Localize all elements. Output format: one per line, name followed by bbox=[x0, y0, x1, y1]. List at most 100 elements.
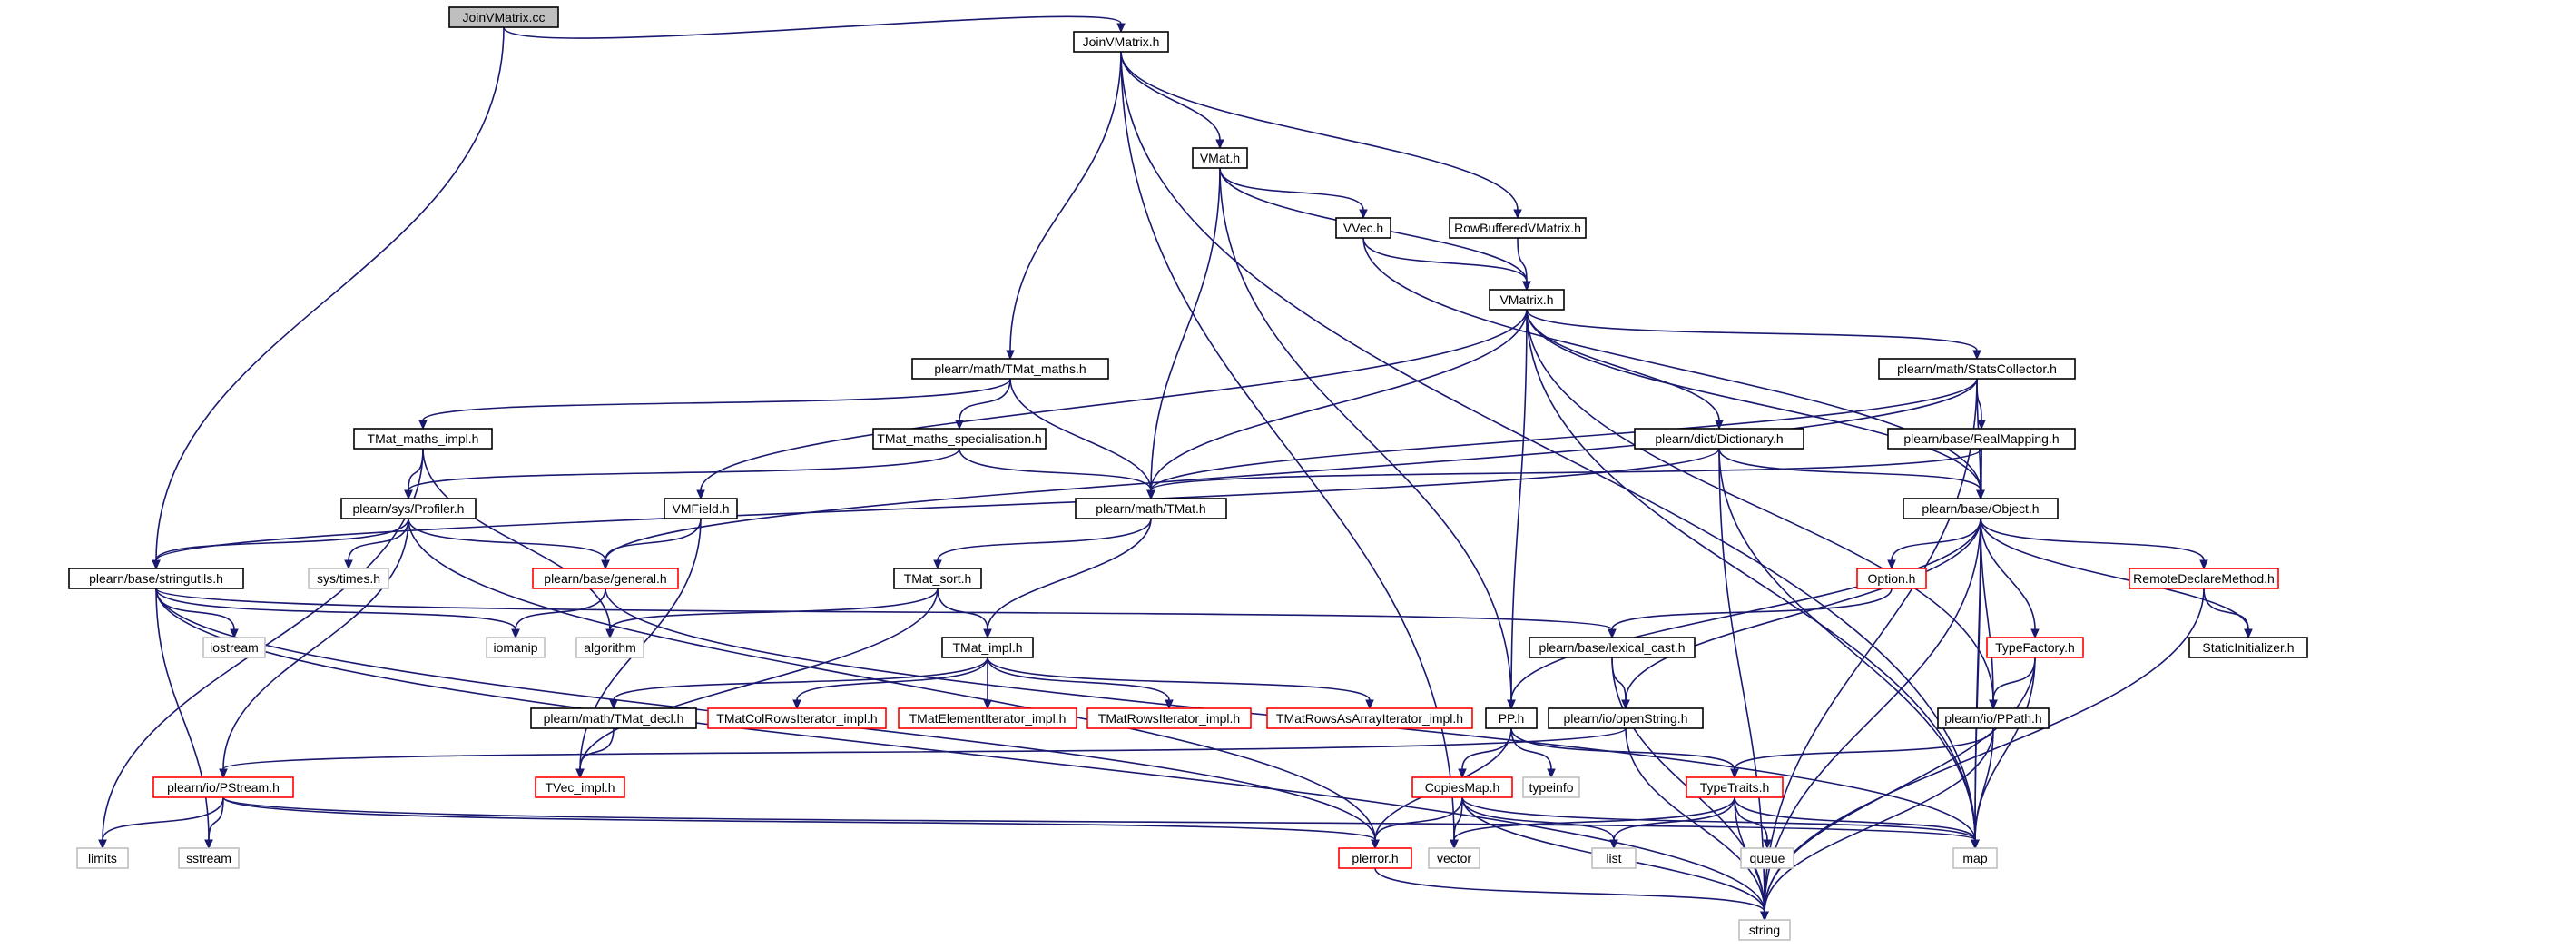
node-label-profiler-h: plearn/sys/Profiler.h bbox=[353, 501, 465, 516]
edge-profiler-h-to-sys-times-h bbox=[348, 518, 409, 561]
node-tmatrowsasarrayiterator-impl-h[interactable]: TMatRowsAsArrayIterator_impl.h bbox=[1266, 707, 1473, 729]
edge-tmat-maths-h-to-tmat-maths-specialisation-h bbox=[959, 378, 1011, 421]
arrowhead-profiler-h-to-stringutils-h bbox=[152, 559, 161, 570]
edge-tmat-impl-h-to-tmatcolrowsiterator-impl-h bbox=[796, 657, 988, 701]
node-box-map bbox=[1952, 847, 1998, 869]
arrowhead-typetraits-h-to-list bbox=[1609, 839, 1618, 850]
arrowhead-vmatrix-h-to-statscollector-h bbox=[1972, 350, 1981, 361]
node-label-copiesmap-h: CopiesMap.h bbox=[1425, 780, 1500, 795]
node-label-string: string bbox=[1749, 923, 1780, 937]
node-tmat-maths-impl-h[interactable]: TMat_maths_impl.h bbox=[353, 428, 493, 450]
edge-profiler-h-to-stringutils-h bbox=[155, 518, 409, 561]
node-typefactory-h[interactable]: TypeFactory.h bbox=[1986, 637, 2084, 658]
edge-object-h-to-ppath-h bbox=[1980, 518, 1994, 701]
node-copiesmap-h[interactable]: CopiesMap.h bbox=[1411, 776, 1513, 798]
node-tmat-maths-specialisation-h[interactable]: TMat_maths_specialisation.h bbox=[872, 428, 1047, 450]
node-lexical-cast-h[interactable]: plearn/base/lexical_cast.h bbox=[1529, 637, 1696, 658]
arrowhead-openstring-h-to-pstream-h bbox=[219, 768, 228, 779]
edge-vmatrix-h-to-statscollector-h bbox=[1526, 309, 1978, 351]
node-vmatrix-h[interactable]: VMatrix.h bbox=[1489, 289, 1565, 311]
edge-dictionary-h-to-stringutils-h bbox=[155, 448, 1720, 561]
arrowhead-option-h-to-lexical-cast-h bbox=[1608, 628, 1617, 639]
node-tmatcolrowsiterator-impl-h[interactable]: TMatColRowsIterator_impl.h bbox=[707, 707, 887, 729]
node-box-lexical-cast-h bbox=[1529, 637, 1696, 658]
node-label-tmat-maths-specialisation-h: TMat_maths_specialisation.h bbox=[877, 431, 1041, 446]
node-stringutils-h[interactable]: plearn/base/stringutils.h bbox=[68, 568, 244, 589]
node-label-object-h: plearn/base/Object.h bbox=[1922, 501, 2039, 516]
node-statscollector-h[interactable]: plearn/math/StatsCollector.h bbox=[1878, 358, 2076, 380]
node-realmapping-h[interactable]: plearn/base/RealMapping.h bbox=[1887, 428, 2076, 450]
node-tmat-maths-h[interactable]: plearn/math/TMat_maths.h bbox=[911, 358, 1109, 380]
node-iostream: iostream bbox=[202, 637, 266, 658]
node-tmatelementiterator-impl-h[interactable]: TMatElementIterator_impl.h bbox=[898, 707, 1077, 729]
edge-openstring-h-to-string bbox=[1625, 727, 1765, 913]
arrowhead-pl-error-h-to-string bbox=[1760, 911, 1769, 922]
node-option-h[interactable]: Option.h bbox=[1856, 568, 1927, 589]
node-box-sys-times-h bbox=[308, 568, 389, 589]
node-box-list bbox=[1591, 847, 1637, 869]
node-box-ppath-h bbox=[1937, 707, 2050, 729]
node-tmat-impl-h[interactable]: TMat_impl.h bbox=[941, 637, 1034, 658]
node-vmat-h[interactable]: VMat.h bbox=[1192, 147, 1248, 169]
node-tvec-impl-h[interactable]: TVec_impl.h bbox=[535, 776, 625, 798]
node-ppath-h[interactable]: plearn/io/PPath.h bbox=[1937, 707, 2050, 729]
node-rowbufferedvmatrix-h[interactable]: RowBufferedVMatrix.h bbox=[1449, 217, 1587, 239]
node-label-option-h: Option.h bbox=[1868, 571, 1916, 586]
arrowhead-vmat-h-to-vvec-h bbox=[1359, 209, 1368, 220]
node-label-vmfield-h: VMField.h bbox=[672, 501, 729, 516]
arrowhead-joinvmatrix-h-to-tmat-maths-h bbox=[1006, 350, 1015, 361]
node-sys-times-h: sys/times.h bbox=[308, 568, 389, 589]
node-box-algorithm bbox=[575, 637, 644, 658]
arrowhead-vmatrix-h-to-vmfield-h bbox=[696, 489, 705, 500]
node-vvec-h[interactable]: VVec.h bbox=[1335, 217, 1391, 239]
node-box-pstream-h bbox=[152, 776, 294, 798]
node-label-dictionary-h: plearn/dict/Dictionary.h bbox=[1655, 431, 1783, 446]
node-box-tmat-impl-h bbox=[941, 637, 1034, 658]
node-sstream: sstream bbox=[178, 847, 240, 869]
edge-object-h-to-openstring-h bbox=[1625, 518, 1981, 701]
node-label-vector: vector bbox=[1437, 851, 1471, 865]
node-label-general-h: plearn/base/general.h bbox=[544, 571, 666, 586]
node-tmat-decl-h[interactable]: plearn/math/TMat_decl.h bbox=[530, 707, 697, 729]
node-staticinitializer-h[interactable]: StaticInitializer.h bbox=[2188, 637, 2308, 658]
node-box-tmatelementiterator-impl-h bbox=[898, 707, 1077, 729]
node-label-list: list bbox=[1606, 851, 1621, 865]
edge-copiesmap-h-to-vector bbox=[1453, 796, 1463, 841]
node-pstream-h[interactable]: plearn/io/PStream.h bbox=[152, 776, 294, 798]
node-typetraits-h[interactable]: TypeTraits.h bbox=[1686, 776, 1784, 798]
node-label-pp-h: PP.h bbox=[1499, 711, 1525, 726]
node-joinvmatrix-cc[interactable]: JoinVMatrix.cc bbox=[448, 6, 559, 28]
node-pp-h[interactable]: PP.h bbox=[1485, 707, 1538, 729]
arrowhead-tmat-maths-h-to-tmat-maths-specialisation-h bbox=[955, 420, 964, 430]
node-label-vvec-h: VVec.h bbox=[1343, 221, 1383, 235]
node-remotedeclaremethod-h[interactable]: RemoteDeclareMethod.h bbox=[2129, 568, 2279, 589]
node-tmat-sort-h[interactable]: TMat_sort.h bbox=[893, 568, 982, 589]
node-tmatrowsiterator-impl-h[interactable]: TMatRowsIterator_impl.h bbox=[1086, 707, 1252, 729]
edge-typetraits-h-to-queue bbox=[1734, 796, 1768, 841]
node-general-h[interactable]: plearn/base/general.h bbox=[532, 568, 679, 589]
arrowhead-tmat-impl-h-to-tmatrowsiterator-impl-h bbox=[1165, 699, 1174, 710]
arrowhead-object-h-to-typefactory-h bbox=[2030, 628, 2040, 639]
node-label-typeinfo: typeinfo bbox=[1529, 780, 1573, 795]
edge-vmatrix-h-to-map bbox=[1526, 309, 1976, 841]
edge-tmat-maths-specialisation-h-to-tmat-h bbox=[959, 448, 1152, 491]
edge-tmat-decl-h-to-tvec-impl-h bbox=[579, 727, 615, 770]
edge-vmat-h-to-vvec-h bbox=[1219, 167, 1364, 211]
edge-vmatrix-h-to-vmfield-h bbox=[700, 309, 1528, 491]
edge-vmatrix-h-to-tmat-h bbox=[1150, 309, 1528, 491]
node-object-h[interactable]: plearn/base/Object.h bbox=[1903, 498, 2059, 519]
edge-general-h-to-iomanip bbox=[515, 588, 606, 630]
node-tmat-h[interactable]: plearn/math/TMat.h bbox=[1075, 498, 1227, 519]
edge-dictionary-h-to-object-h bbox=[1718, 448, 1981, 491]
node-vmfield-h[interactable]: VMField.h bbox=[664, 498, 738, 519]
node-dictionary-h[interactable]: plearn/dict/Dictionary.h bbox=[1634, 428, 1804, 450]
node-openstring-h[interactable]: plearn/io/openString.h bbox=[1548, 707, 1704, 729]
edge-openstring-h-to-pstream-h bbox=[222, 727, 1627, 770]
node-pl-error-h[interactable]: plerror.h bbox=[1338, 847, 1412, 869]
edge-profiler-h-to-pstream-h bbox=[222, 518, 409, 770]
edge-joinvmatrix-h-to-vmat-h bbox=[1120, 51, 1221, 141]
edge-tmat-h-to-tmat-sort-h bbox=[937, 518, 1152, 561]
node-joinvmatrix-h[interactable]: JoinVMatrix.h bbox=[1073, 31, 1169, 53]
node-profiler-h[interactable]: plearn/sys/Profiler.h bbox=[340, 498, 477, 519]
edge-vmatrix-h-to-ppath-h bbox=[1526, 309, 1994, 701]
